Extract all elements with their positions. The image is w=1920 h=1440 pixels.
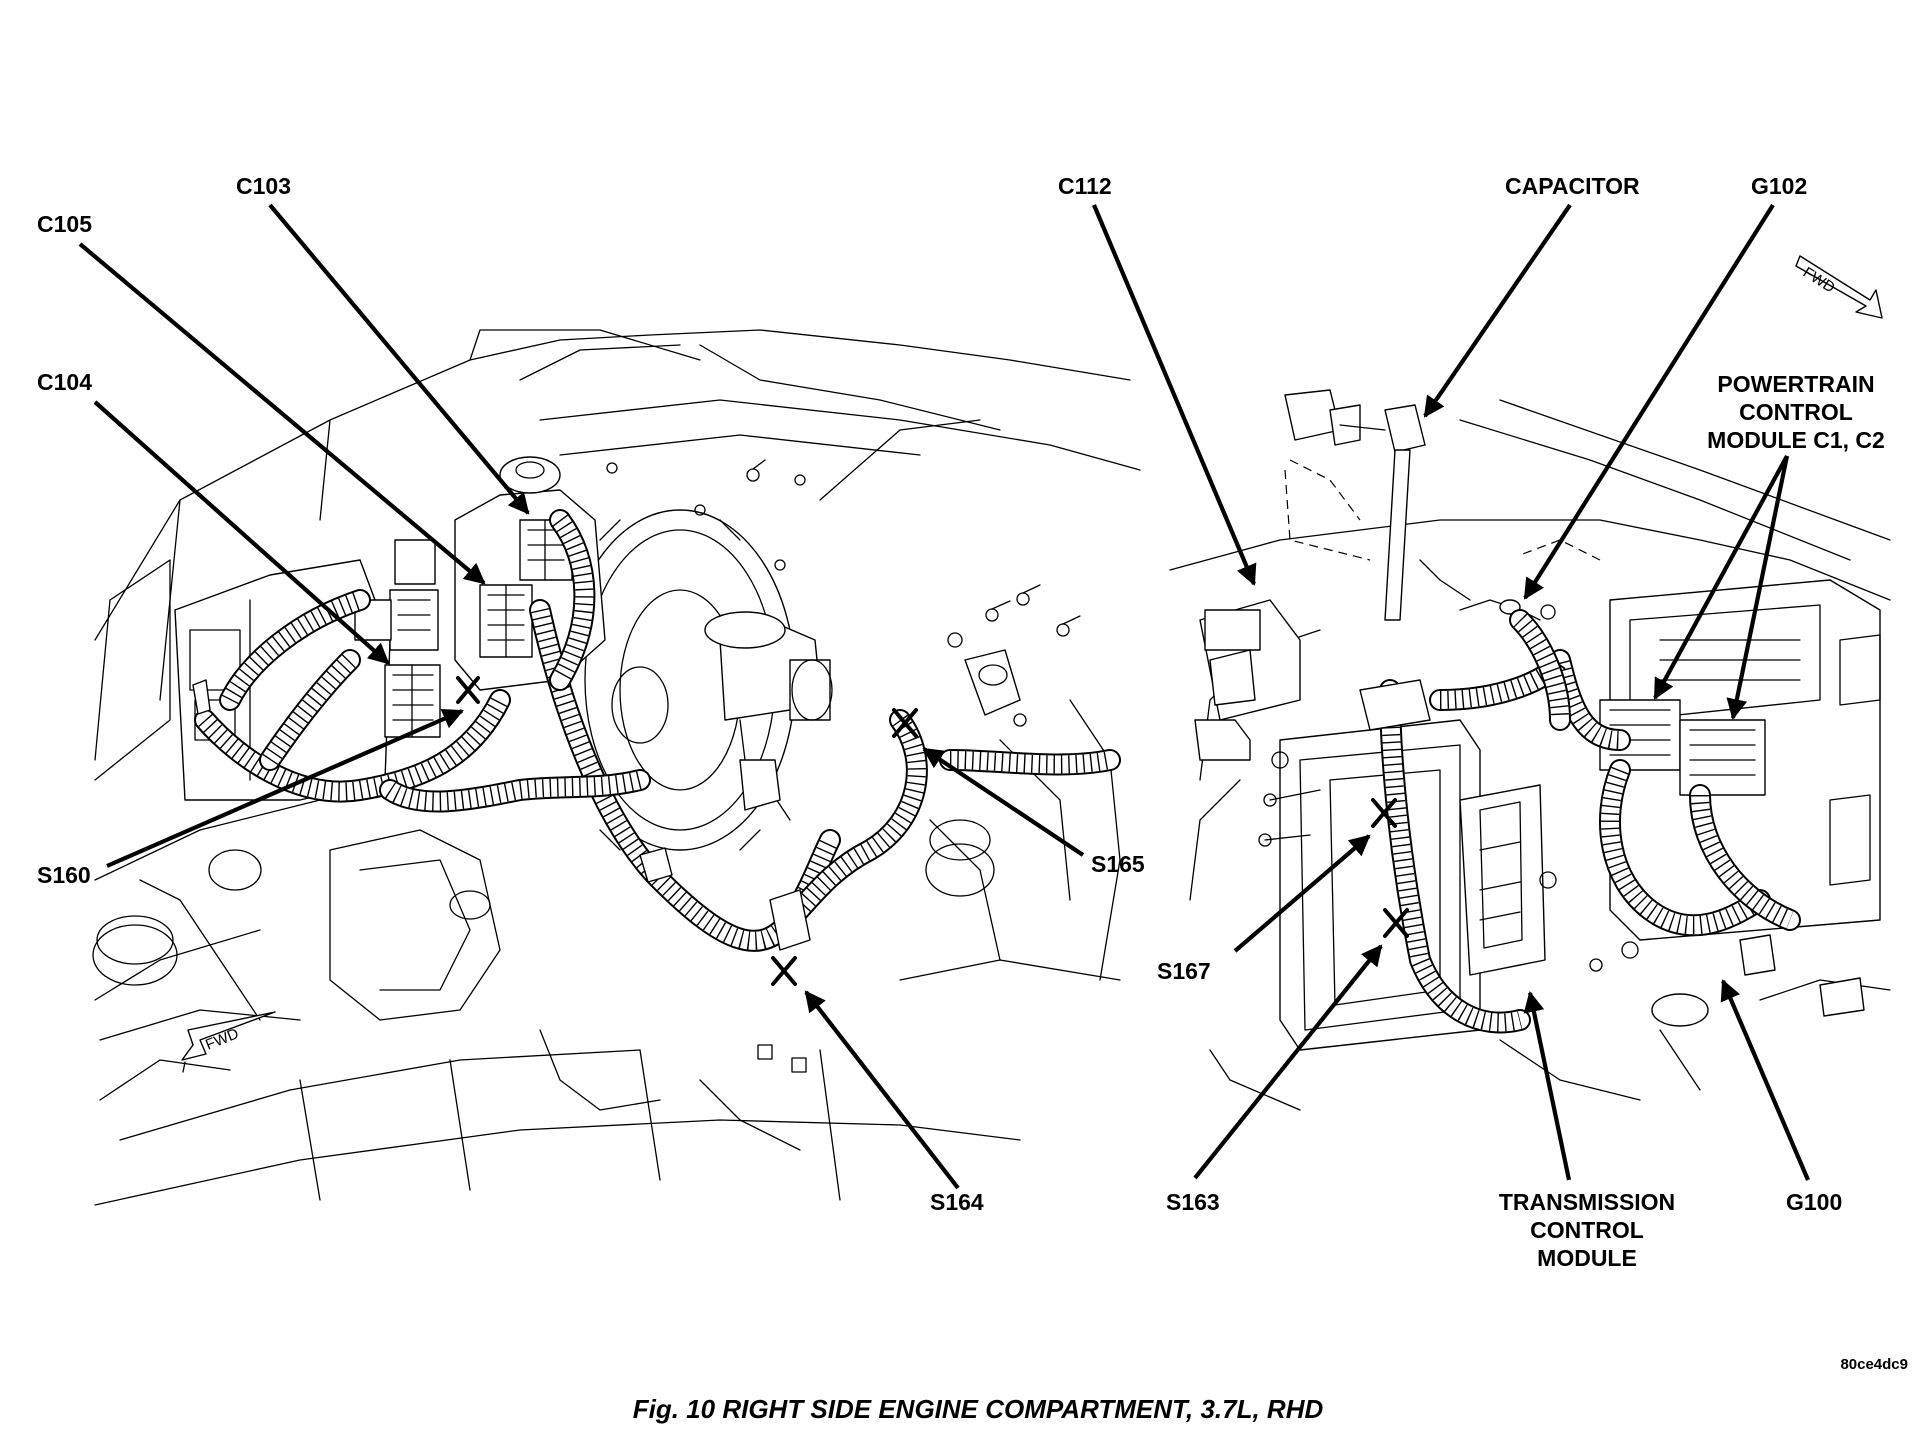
leader-s160: [106, 708, 464, 868]
leader-pcm-c2: [1726, 455, 1790, 721]
label-s167: S167: [1157, 958, 1211, 984]
leader-c112: [1092, 204, 1257, 586]
leader-g100: [1720, 979, 1810, 1181]
splice-mark-s164: [771, 956, 797, 986]
leader-g102: [1523, 203, 1775, 600]
splice-mark-s160: [456, 676, 480, 704]
label-pcm-line2: CONTROL: [1739, 399, 1853, 425]
fwd-arrow-right-icon: FWD: [1795, 255, 1883, 319]
leader-pcm-c1: [1653, 454, 1789, 700]
label-c103: C103: [236, 173, 291, 199]
fwd-arrow-left-icon: FWD: [181, 1011, 276, 1073]
leader-c103: [268, 203, 530, 515]
label-s165: S165: [1091, 851, 1145, 877]
leader-tcm: [1523, 990, 1572, 1181]
label-s164: S164: [930, 1189, 984, 1215]
splice-mark-s167: [1371, 798, 1397, 828]
label-tcm-line1: TRANSMISSION: [1499, 1189, 1675, 1215]
pcm-connector-c2-body: [1679, 719, 1766, 796]
leader-s165: [922, 747, 1085, 857]
left-engine-bay-illustration: FWD: [92, 329, 1141, 1206]
leader-s167: [1233, 834, 1371, 953]
leader-s163: [1193, 944, 1383, 1180]
leader-c104: [93, 400, 390, 665]
label-tcm-line3: MODULE: [1537, 1245, 1637, 1271]
label-c105: C105: [37, 211, 92, 237]
label-s160: S160: [37, 862, 91, 888]
label-tcm-line2: CONTROL: [1530, 1217, 1644, 1243]
label-g102: G102: [1751, 173, 1807, 199]
label-c112: C112: [1058, 173, 1112, 199]
right-module-area-illustration: FWD: [1169, 255, 1891, 1111]
callout-labels: C103 C105 C104 S160 C112 S165 S164 CAPAC…: [37, 173, 1885, 1271]
label-capacitor: CAPACITOR: [1505, 173, 1640, 199]
leader-lines: [78, 203, 1810, 1190]
label-pcm-line3: MODULE C1, C2: [1707, 427, 1885, 453]
image-code: 80ce4dc9: [1840, 1356, 1908, 1373]
leader-s164: [804, 990, 960, 1190]
splice-mark-s163: [1383, 908, 1409, 938]
label-g100: G100: [1786, 1189, 1842, 1215]
label-s163: S163: [1166, 1189, 1220, 1215]
figure-caption: Fig. 10 RIGHT SIDE ENGINE COMPARTMENT, 3…: [633, 1394, 1324, 1424]
label-pcm-line1: POWERTRAIN: [1717, 371, 1874, 397]
leader-c105: [78, 242, 486, 585]
splice-marks: [456, 676, 1409, 986]
leader-capacitor: [1423, 203, 1572, 418]
splice-mark-s165: [892, 708, 918, 738]
label-c104: C104: [37, 369, 92, 395]
